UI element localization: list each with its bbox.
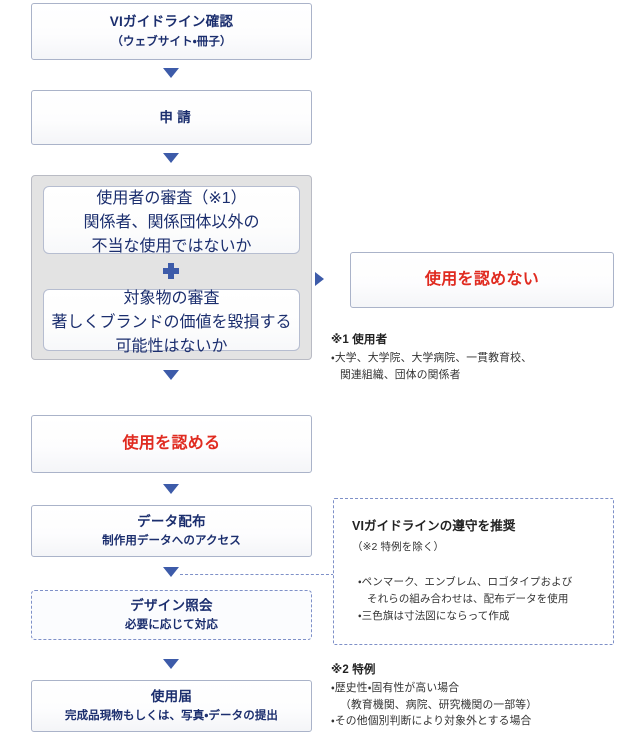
note-1-line1: ・大学、大学院、大学病院、一貫教育校、 xyxy=(331,352,533,364)
note-2-line3: ・その他個別判断により対象外とする場合 xyxy=(331,715,532,728)
review-user-check-line1: 関係者、関係団体以外の xyxy=(83,214,260,231)
arrow-down-icon-6 xyxy=(163,659,179,669)
note-1-title: ※1 使用者 xyxy=(331,334,388,346)
arrow-right-icon-denied xyxy=(315,272,324,286)
note-1-block: ※1 使用者 ・大学、大学院、大学病院、一貫教育校、 関連組織、団体の関係者 xyxy=(331,331,621,383)
flow-step-application: 申 請 xyxy=(31,90,312,145)
compliance-note-list: ・ペンマーク、エンブレム、ロゴタイプおよび それらの組み合わせは、配布データを使… xyxy=(352,574,599,624)
arrow-down-icon-3 xyxy=(163,370,179,380)
note-1-line2: 関連組織、団体の関係者 xyxy=(340,368,461,381)
flow-step-data-title: データ配布 xyxy=(137,513,206,529)
arrow-down-icon-4 xyxy=(163,484,179,494)
note-2-block: ※2 特例 ・歴史性・固有性が高い場合 （教育機関、病院、研究機関の一部等） ・… xyxy=(331,661,626,730)
compliance-note-subtitle: （※2 特例を除く） xyxy=(352,541,445,553)
flow-step-data-distribution: データ配布 制作用データへのアクセス xyxy=(31,505,312,557)
flow-step-guideline-subtitle: （ウェブサイト・冊子） xyxy=(111,35,232,48)
compliance-note-title: VIガイドラインの遵守を推奨 xyxy=(352,519,516,533)
compliance-note-item1-line1: ・ペンマーク、エンブレム、ロゴタイプおよび xyxy=(358,576,573,588)
review-object-check-line2: 可能性はないか xyxy=(115,338,228,355)
note-2-line2: （教育機関、病院、研究機関の一部等） xyxy=(340,698,538,711)
note-2-line1: ・歴史性・固有性が高い場合 xyxy=(331,682,460,694)
flow-step-denied: 使用を認めない xyxy=(350,252,614,308)
flow-step-approved-title: 使用を認める xyxy=(122,435,221,453)
flow-step-approved: 使用を認める xyxy=(31,415,312,473)
flow-step-guideline-title: VIガイドライン確認 xyxy=(109,14,234,30)
note-2-title: ※2 特例 xyxy=(331,664,376,676)
flow-step-report-title: 使用届 xyxy=(150,688,193,704)
review-user-check-title: 使用者の審査（※1） xyxy=(96,190,247,207)
flow-step-design-title: デザイン照会 xyxy=(130,597,213,613)
arrow-down-icon-2 xyxy=(163,153,179,163)
flow-step-design-inquiry: デザイン照会 必要に応じて対応 xyxy=(31,590,312,640)
flow-step-application-title: 申 請 xyxy=(159,109,191,125)
compliance-note-item1-line2: それらの組み合わせは、配布データを使用 xyxy=(367,592,569,605)
flow-step-data-subtitle: 制作用データへのアクセス xyxy=(102,535,241,548)
review-object-check-line1: 著しくブランドの価値を毀損する xyxy=(51,314,292,331)
plus-icon xyxy=(163,263,179,279)
compliance-note-box: VIガイドラインの遵守を推奨 （※2 特例を除く） ・ペンマーク、エンブレム、ロ… xyxy=(333,498,614,645)
review-object-check-title: 対象物の審査 xyxy=(123,290,220,307)
review-user-check-box: 使用者の審査（※1） 関係者、関係団体以外の 不当な使用ではないか xyxy=(43,186,300,255)
arrow-down-icon-5 xyxy=(163,567,179,577)
review-object-check-box: 対象物の審査 著しくブランドの価値を毀損する 可能性はないか xyxy=(43,289,300,355)
dotted-connector-compliance xyxy=(180,574,334,575)
compliance-note-item2: ・三色旗は寸法図にならって作成 xyxy=(358,609,510,622)
arrow-down-icon-1 xyxy=(163,68,179,78)
flow-step-report-subtitle: 完成品現物もしくは、写真・データの提出 xyxy=(64,710,279,723)
flow-step-usage-report: 使用届 完成品現物もしくは、写真・データの提出 xyxy=(31,680,312,732)
flow-step-denied-title: 使用を認めない xyxy=(424,271,540,289)
flow-step-design-subtitle: 必要に応じて対応 xyxy=(125,619,218,632)
review-user-check-line2: 不当な使用ではないか xyxy=(91,238,252,255)
flow-step-guideline-confirmation: VIガイドライン確認 （ウェブサイト・冊子） xyxy=(31,3,312,60)
